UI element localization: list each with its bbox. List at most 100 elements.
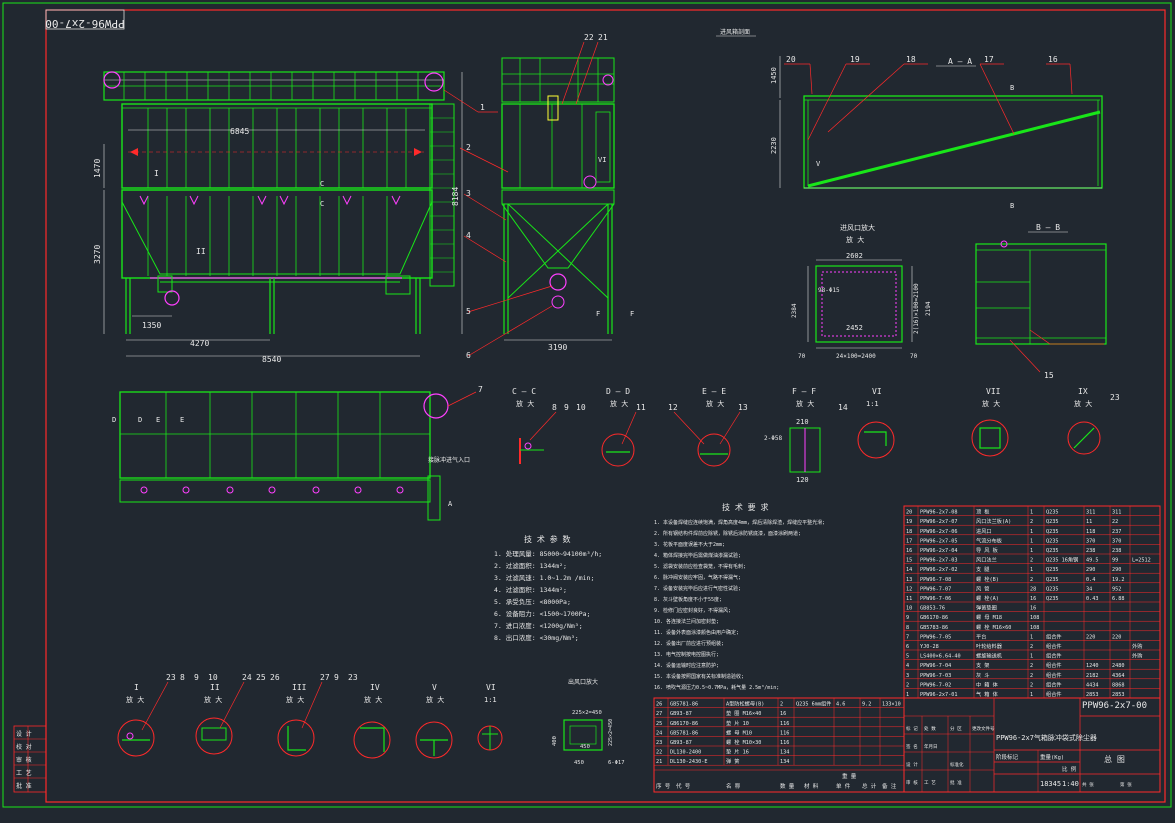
bom-upper-r8-c4: Q235 — [1046, 586, 1059, 592]
bom-lower-r3-c3: 116 — [780, 730, 789, 736]
bom-upper-r12-c0: 8 — [906, 625, 909, 631]
callout-1: 1 — [480, 103, 485, 112]
outer-frame — [2, 2, 1172, 808]
section-bb[interactable]: B — B 15 — [975, 223, 1107, 380]
cc-c3: 10 — [576, 403, 586, 412]
ff-title: F — F — [792, 387, 816, 396]
bom-upper-r15-c7: 外购 — [1132, 652, 1142, 660]
bom-upper-r19-c6: 2853 — [1112, 692, 1125, 698]
bom-upper-r4-c5: 238 — [1086, 548, 1095, 554]
bom-upper-r3-c2: 气流分布板 — [976, 536, 1003, 544]
bom-upper-r6-c2: 支 腿 — [976, 565, 990, 573]
tech-left-2: 2. 过滤面积: 1344m²; — [494, 561, 567, 570]
bom-lower-r0-c7: 133×10 — [882, 702, 901, 708]
bom-upper-r15-c4: 组合件 — [1046, 652, 1062, 660]
bom-upper-r4-c3: 1 — [1030, 548, 1033, 554]
bom-footer-0: 序 号 — [656, 782, 671, 790]
bd6-sub: 1:1 — [484, 696, 497, 704]
bom-upper-r14-c2: 叶轮给料器 — [976, 642, 1003, 650]
bom-lower-r1-c2: 垫 圈 M16×40 — [726, 709, 761, 717]
mid-sections[interactable]: C — C 放 大 8 9 10 D — D 放 大 11 E — E 放 大 … — [512, 387, 1120, 484]
strip-4: 工 艺 — [16, 769, 32, 777]
bom-upper-r3-c4: Q235 — [1046, 538, 1059, 544]
bom-upper-r2-c5: 118 — [1086, 529, 1095, 535]
bom-upper-r3-c1: PPW96-2x7-05 — [920, 538, 957, 544]
bom-upper-r7-c2: 螺 栓(B) — [976, 575, 999, 583]
bom-upper-r8-c1: PPW96-7-07 — [920, 586, 951, 592]
section-aa[interactable]: 进风箱剖面 A — A 1450 2230 20 19 18 17 16 B B… — [716, 28, 1103, 210]
bom-upper-r2-c0: 18 — [906, 529, 912, 535]
bom-upper-r8-c3: 28 — [1030, 586, 1036, 592]
tech-requirements: 技 术 要 求 1. 本设备焊缝应连续饱满，焊角高度4mm，焊后清除焊渣，焊缝应… — [654, 502, 825, 691]
side-view[interactable]: 3190 F F VI 22 21 2 3 4 5 6 — [459, 33, 634, 360]
aa-callout-17: 17 — [984, 55, 994, 64]
inner-frame — [45, 9, 1166, 803]
aa-title: A — A — [948, 57, 972, 66]
dim-left-upper: 1470 — [93, 159, 102, 178]
bom-upper-r18-c3: 2 — [1030, 682, 1033, 688]
bom-upper-r4-c0: 16 — [906, 548, 912, 554]
bom-upper-r13-c4: 组合件 — [1046, 632, 1062, 640]
bom-upper-r6-c0: 14 — [906, 567, 912, 573]
bom-upper-r14-c3: 2 — [1030, 644, 1033, 650]
tech-right-16: 16. 喷吹气源压力0.5~0.7MPa，耗气量 2.5m³/min; — [654, 684, 779, 691]
bom-upper-r2-c2: 进风口 — [976, 527, 992, 535]
s6-sub: 1:1 — [866, 400, 879, 408]
bom-upper-r7-c1: PPW96-7-08 — [920, 577, 951, 583]
aa-callout-19: 19 — [850, 55, 860, 64]
bom-lower-r6-c1: DL130-2430-E — [670, 759, 707, 765]
bom-upper-r1-c1: PPW96-2x7-07 — [920, 519, 957, 525]
bom-upper-r5-c4: Q235 16角钢 — [1046, 556, 1078, 564]
dim-right-height: 8184 — [451, 187, 460, 206]
bom-lower-r3-c2: 螺 母 M10 — [726, 728, 752, 736]
bom-upper-r4-c6: 238 — [1112, 548, 1121, 554]
bom-upper-r18-c6: 8868 — [1112, 682, 1125, 688]
bd2-c1: 24 — [242, 673, 252, 682]
callout-4: 4 — [466, 231, 471, 240]
tb-l9: 审 核 — [906, 779, 918, 786]
bd2-c2: 25 — [256, 673, 266, 682]
bom-upper-r6-c3: 1 — [1030, 567, 1033, 573]
inlet-left: 2384 — [791, 303, 798, 318]
bom-upper-r2-c1: PPW96-2x7-06 — [920, 529, 957, 535]
bom-upper-r18-c0: 2 — [906, 682, 909, 688]
front-view[interactable]: 6845 1470 3270 8184 1350 4270 8540 I II … — [93, 71, 498, 364]
dim-left-lower: 3270 — [93, 245, 102, 264]
tb-l11: 批 准 — [950, 779, 962, 786]
tech-right-1: 1. 本设备焊缝应连续饱满，焊角高度4mm，焊后清除焊渣，焊缝应平整光滑; — [654, 519, 825, 526]
aa-callout-20: 20 — [786, 55, 796, 64]
bom-upper-r17-c0: 3 — [906, 673, 909, 679]
bom-upper-r0-c0: 20 — [906, 510, 912, 516]
plan-d1: D — [112, 416, 116, 424]
bom-upper-r17-c2: 灰 斗 — [976, 671, 990, 679]
tb-stage: 阶段标记 — [996, 753, 1019, 761]
bom-upper-r15-c1: LS400×6.64-40 — [920, 654, 961, 660]
side-vi: VI — [598, 156, 606, 164]
ff-sub: 放 大 — [796, 399, 814, 408]
bom-upper-r17-c3: 2 — [1030, 673, 1033, 679]
bom-upper-r10-c0: 10 — [906, 606, 912, 612]
plan-view[interactable]: D D E E A 接脉冲进气入口 7 — [112, 385, 483, 521]
bom-upper-r0-c6: 311 — [1112, 510, 1121, 516]
aa-top-note: 进风箱剖面 — [720, 28, 750, 36]
bom-lower-r4-c1: GB93-87 — [670, 740, 692, 746]
label-i: I — [154, 169, 159, 178]
bom-upper-r16-c4: 组合件 — [1046, 661, 1062, 669]
bottom-details[interactable]: I 放 大 23 8 9 10 II 放 大 24 25 26 III 放 大 … — [117, 673, 625, 766]
bom-upper-r3-c6: 370 — [1112, 538, 1121, 544]
aa-callout-18: 18 — [906, 55, 916, 64]
plan-e1: E — [156, 416, 160, 424]
inlet-detail[interactable]: 进风口放大 放 大 2602 98-Φ15 2452 2384 2(16)×10… — [791, 223, 932, 360]
inlet-hole: 98-Φ15 — [818, 287, 840, 294]
bom-upper-r15-c2: 螺旋输送机 — [976, 652, 1003, 660]
bom-upper-r6-c1: PPW96-2x7-02 — [920, 567, 957, 573]
tech-right-6: 6. 脉冲阀安装应牢固，气路不得漏气; — [654, 574, 741, 581]
bom-upper-r8-c5: 34 — [1086, 586, 1092, 592]
bom-upper-r10-c2: 弹簧垫圈 — [976, 604, 997, 612]
tech-left-title: 技 术 参 数 — [524, 534, 570, 544]
bom-lower-r2-c1: GB6170-86 — [670, 721, 698, 727]
tb-l1: 标 记 — [906, 725, 918, 732]
tech-right-12: 12. 设备出厂前应进行预组装; — [654, 640, 724, 647]
bom-lower-r0-c1: GB5781-86 — [670, 702, 698, 708]
